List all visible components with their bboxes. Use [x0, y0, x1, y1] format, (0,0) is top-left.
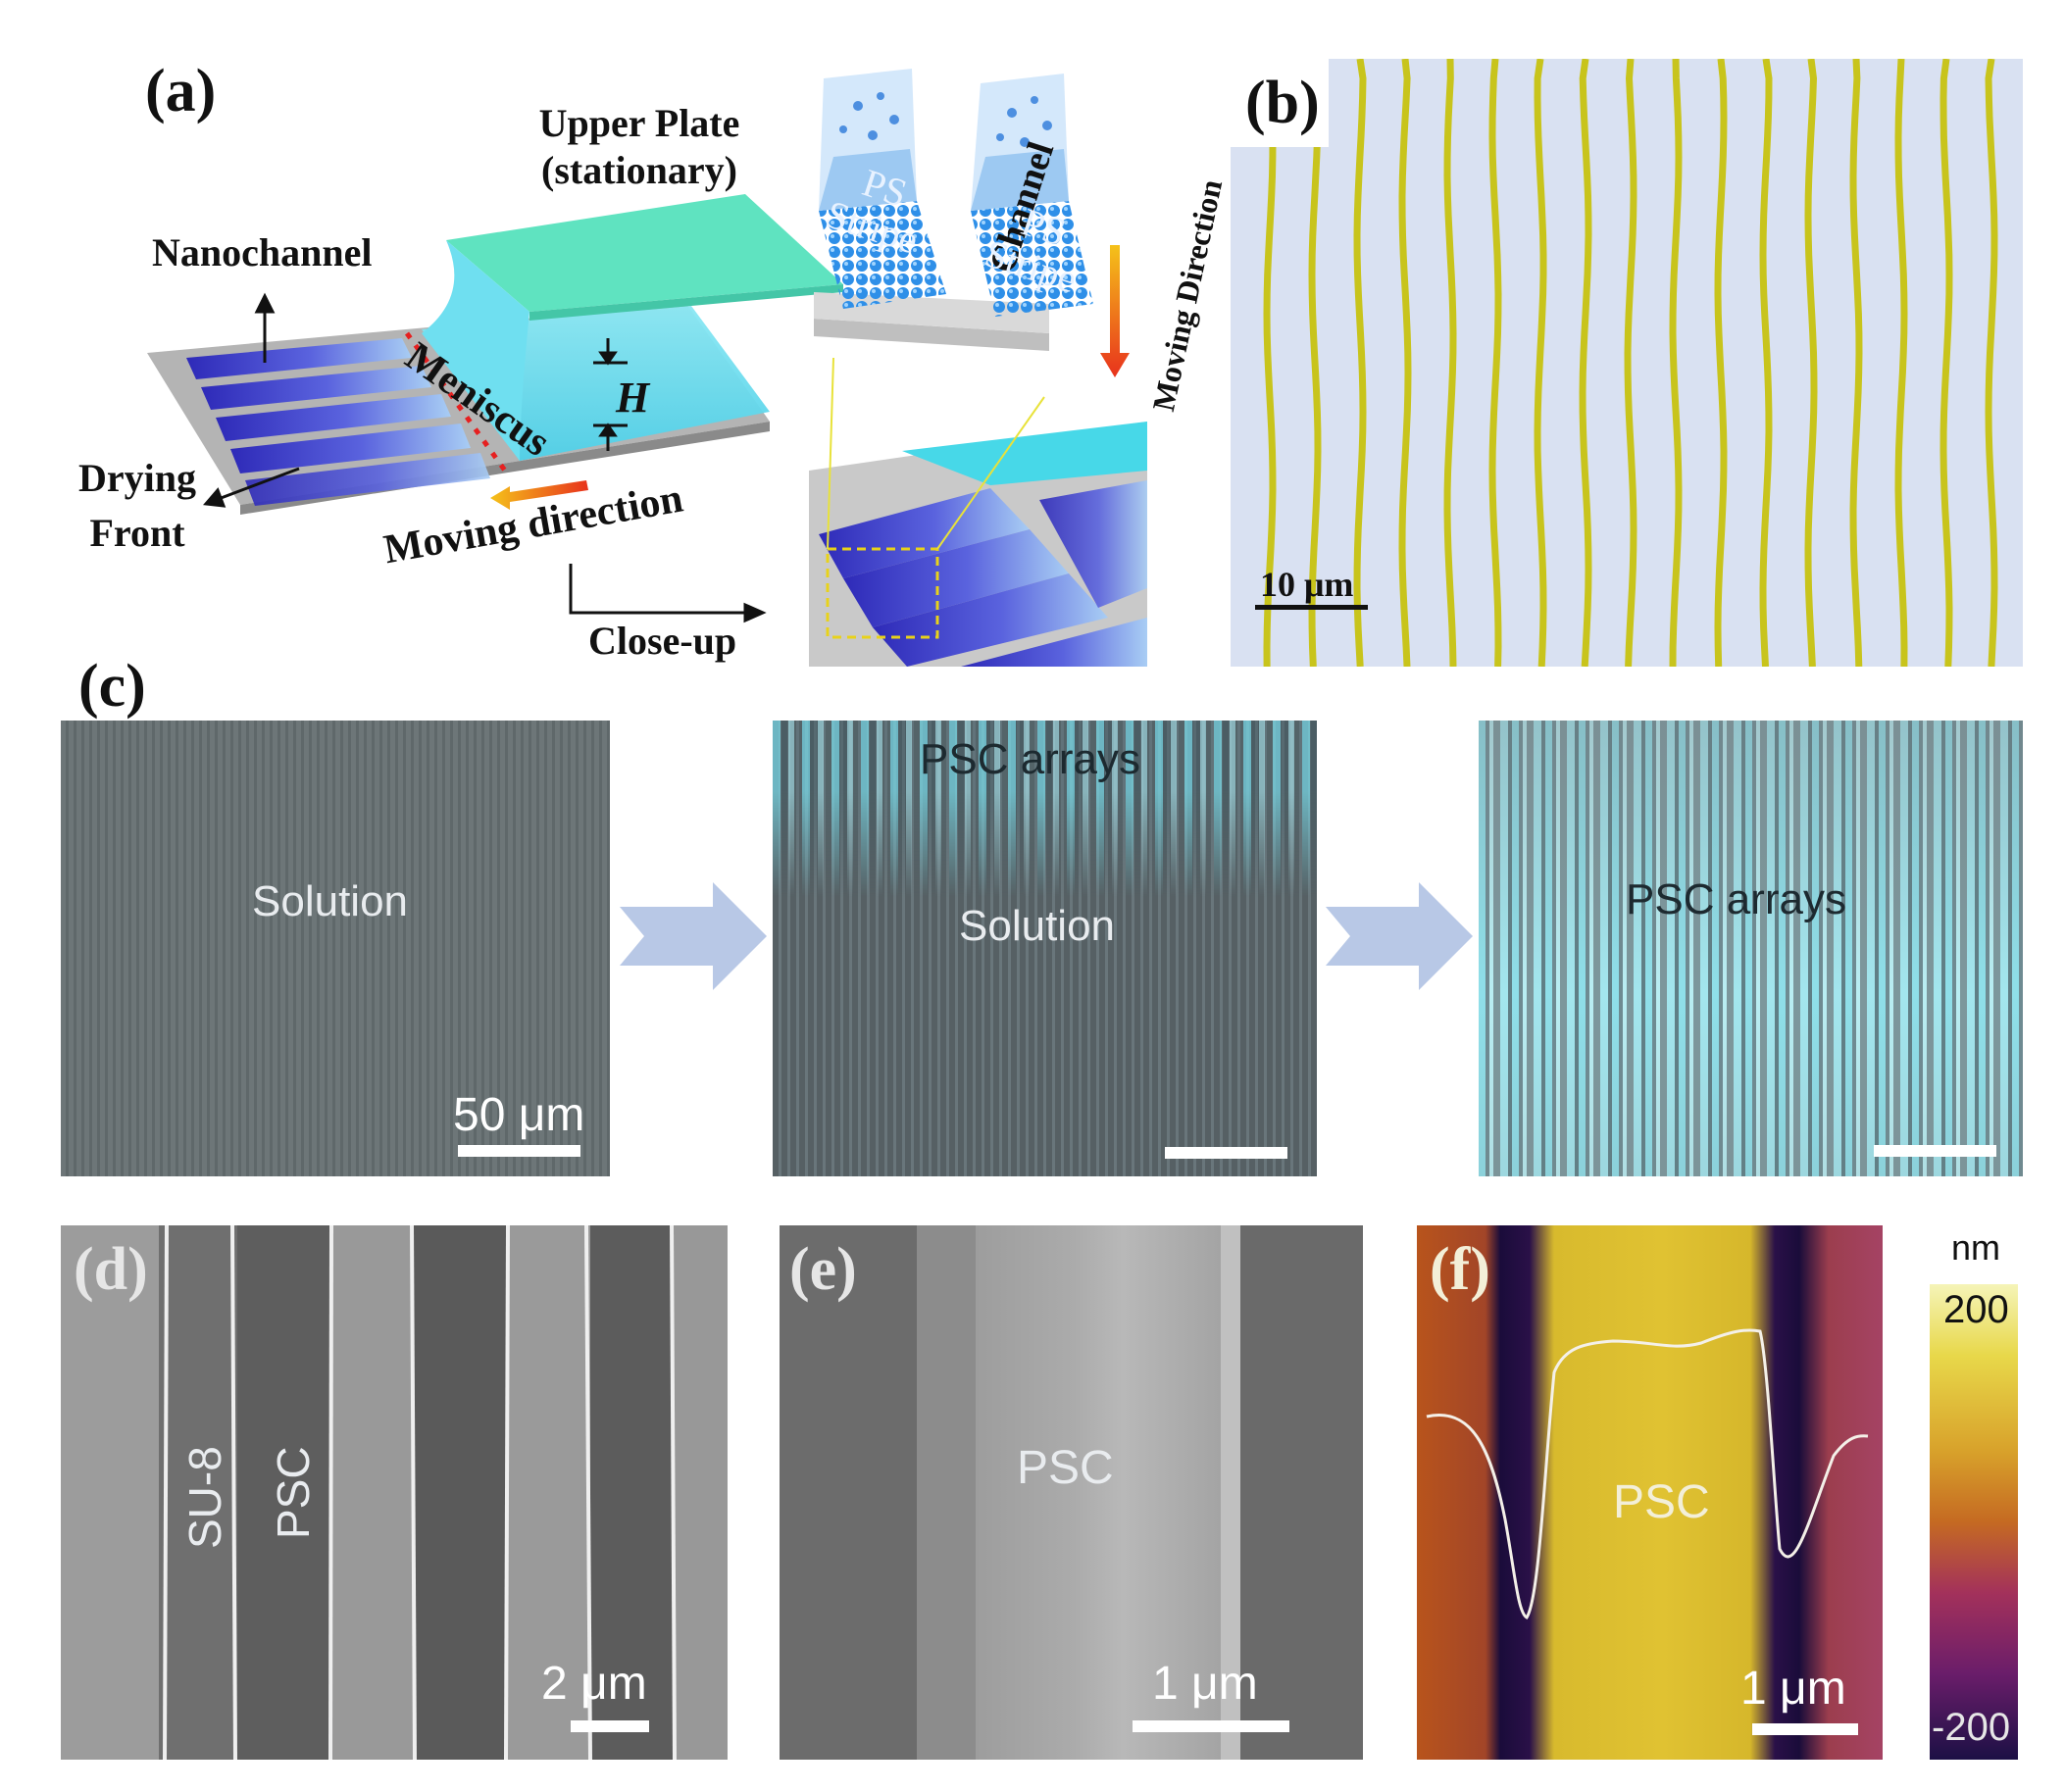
- panel-label-e: (e): [789, 1236, 857, 1303]
- height-profile-trace: [1426, 1328, 1869, 1619]
- yellow-line: [1669, 59, 1683, 667]
- c2-scalebar: [1165, 1147, 1287, 1159]
- c2-solution-label: Solution: [959, 902, 1116, 950]
- c3-psc-arrays-label: PSC arrays: [1626, 875, 1846, 923]
- panel-label-a: (a): [145, 58, 217, 124]
- colorbar: 200 -200: [1930, 1284, 2018, 1760]
- upper-plate-line2: (stationary): [541, 148, 737, 192]
- panel-label-c: (c): [78, 653, 146, 720]
- moving-direction-arrow: [490, 480, 588, 510]
- yellow-line: [1894, 59, 1908, 667]
- yellow-line: [1579, 59, 1592, 667]
- f-scalebar: [1752, 1723, 1858, 1735]
- process-arrow-1: [620, 882, 767, 990]
- h-label: H: [616, 373, 650, 422]
- c2-psc-arrays-label: PSC arrays: [920, 735, 1140, 783]
- yellow-line: [1985, 59, 1998, 667]
- nanochannel-label: Nanochannel: [152, 230, 373, 274]
- yellow-line: [1308, 59, 1322, 667]
- yellow-line: [1939, 59, 1953, 667]
- f-psc-label: PSC: [1613, 1476, 1710, 1528]
- yellow-line: [1488, 59, 1502, 667]
- upper-plate: [446, 194, 843, 312]
- panel-label-d: (d): [74, 1236, 148, 1303]
- panel-c-image-2: PSC arrays Solution: [773, 721, 1317, 1176]
- process-arrow-2: [1326, 882, 1473, 990]
- c1-scalebar: [458, 1145, 580, 1157]
- close-up-label: Close-up: [588, 619, 737, 663]
- yellow-line-pattern: [1231, 59, 1998, 667]
- nanochannel-stripes: [186, 338, 490, 506]
- yellow-line: [1804, 59, 1818, 667]
- closeup-inset: [809, 357, 1147, 667]
- panel-c-image-3: PSC arrays: [1479, 721, 2023, 1176]
- panel-label-f: (f): [1430, 1236, 1490, 1303]
- e-scalebar-label: 1 μm: [1152, 1658, 1258, 1710]
- d-psc-label: PSC: [268, 1446, 319, 1539]
- colorbar-unit: nm: [1951, 1227, 2001, 1268]
- panel-e-image: PSC 1 μm: [780, 1225, 1363, 1760]
- d-scalebar: [571, 1720, 649, 1732]
- c1-solution-label: Solution: [252, 877, 409, 925]
- panel-b-scalebar-label: 10 μm: [1260, 565, 1354, 604]
- sem-stripes-d: [61, 1225, 728, 1760]
- closeup-top: [814, 69, 1130, 377]
- panel-d-image: SU-8 PSC 2 μm: [61, 1225, 728, 1760]
- yellow-line: [1759, 59, 1773, 667]
- upper-plate-line1: Upper Plate: [538, 101, 740, 145]
- d-scalebar-label: 2 μm: [541, 1658, 647, 1710]
- yellow-line: [1443, 59, 1457, 667]
- yellow-line: [1624, 59, 1637, 667]
- panel-f-image: PSC 1 μm: [1417, 1225, 1883, 1760]
- yellow-line: [1353, 59, 1367, 667]
- yellow-line: [1398, 59, 1412, 667]
- e-psc-label: PSC: [1017, 1442, 1114, 1494]
- colorbar-max: 200: [1943, 1288, 2009, 1331]
- panel-label-b: (b): [1245, 70, 1320, 136]
- panel-c-image-1: Solution 50 μm: [61, 721, 610, 1176]
- drying-front-line1: Drying: [78, 456, 196, 500]
- panel-b-scalebar: [1255, 605, 1368, 610]
- drying-front-label: Drying Front: [64, 451, 211, 561]
- panel-a-schematic: [147, 69, 1147, 667]
- d-su8-label: SU-8: [179, 1446, 230, 1549]
- yellow-line: [1714, 59, 1728, 667]
- yellow-line: [1534, 59, 1547, 667]
- e-scalebar: [1133, 1720, 1289, 1732]
- c1-scalebar-label: 50 μm: [453, 1089, 585, 1141]
- panel-b-image: 10 μm: [1231, 59, 2023, 667]
- f-scalebar-label: 1 μm: [1740, 1663, 1846, 1715]
- c3-scalebar: [1874, 1145, 1996, 1157]
- upper-plate-label: Upper Plate (stationary): [512, 100, 767, 194]
- yellow-line: [1263, 59, 1277, 667]
- yellow-line: [1849, 59, 1863, 667]
- colorbar-min: -200: [1932, 1706, 2011, 1749]
- drying-front-line2: Front: [89, 511, 185, 555]
